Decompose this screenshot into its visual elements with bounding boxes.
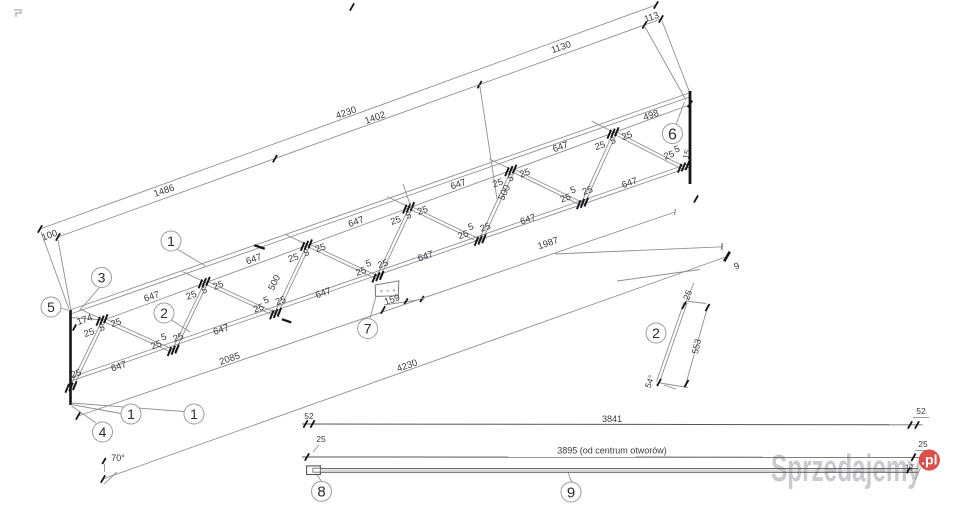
svg-text:9: 9 (567, 484, 575, 501)
svg-text:2: 2 (652, 325, 660, 341)
svg-text:5: 5 (47, 299, 55, 315)
svg-text:3: 3 (98, 270, 106, 286)
svg-text:6: 6 (668, 126, 677, 143)
svg-text:8: 8 (317, 484, 325, 501)
svg-text:25: 25 (918, 439, 928, 449)
svg-text:25: 25 (316, 434, 326, 444)
svg-text:7: 7 (364, 321, 372, 337)
svg-text:1: 1 (167, 233, 175, 249)
svg-text:2: 2 (160, 305, 168, 321)
svg-text:52: 52 (304, 411, 314, 421)
svg-text:52: 52 (916, 406, 926, 416)
svg-text:3895 (od centrum otworów): 3895 (od centrum otworów) (557, 446, 667, 456)
svg-text:3841: 3841 (602, 414, 622, 424)
svg-text:17: 17 (905, 464, 914, 473)
svg-text:1: 1 (190, 406, 198, 422)
svg-text:70°: 70° (111, 453, 125, 463)
svg-text:4: 4 (99, 424, 107, 440)
svg-text:1: 1 (127, 406, 135, 422)
svg-text:.pl: .pl (921, 452, 937, 468)
